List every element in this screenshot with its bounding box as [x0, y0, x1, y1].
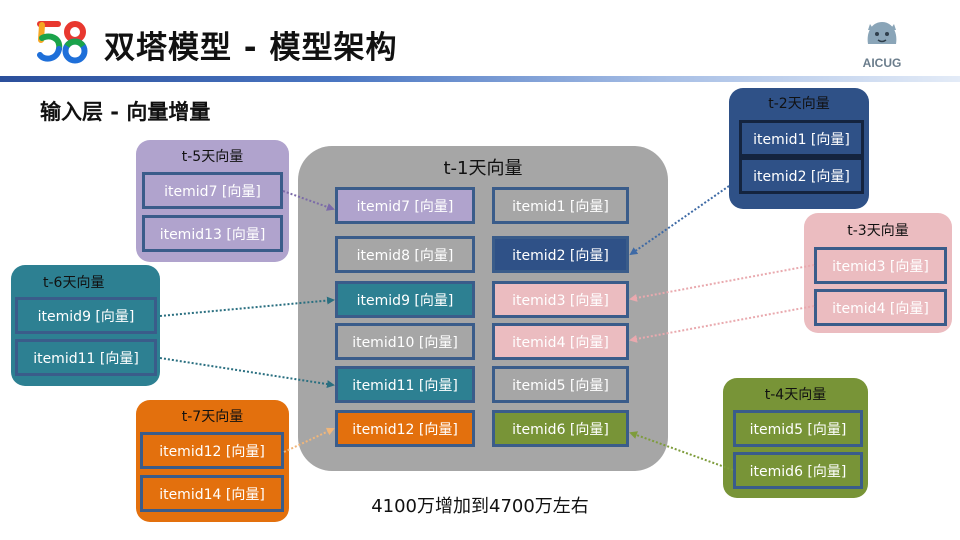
panel-t3-title: t-3天向量	[847, 223, 909, 239]
header-divider	[0, 76, 960, 82]
t5-item-itemid7: itemid7 [向量]	[142, 172, 283, 209]
panel-t6-title: t-6天向量	[43, 275, 105, 291]
panel-t7: t-7天向量 itemid12 [向量] itemid14 [向量]	[136, 400, 289, 522]
center-item-itemid8: itemid8 [向量]	[335, 236, 475, 273]
t3-item-itemid3: itemid3 [向量]	[814, 247, 947, 284]
t2-item-itemid2: itemid2 [向量]	[739, 157, 864, 194]
panel-t2: t-2天向量 itemid1 [向量] itemid2 [向量]	[729, 88, 869, 209]
panel-t2-title: t-2天向量	[768, 96, 830, 112]
panel-t6: t-6天向量 itemid9 [向量] itemid11 [向量]	[11, 265, 160, 386]
center-item-itemid4: itemid4 [向量]	[492, 323, 629, 360]
panel-t7-title: t-7天向量	[181, 409, 244, 425]
center-item-itemid1: itemid1 [向量]	[492, 187, 629, 224]
center-item-itemid7: itemid7 [向量]	[335, 187, 475, 224]
t4-item-itemid5: itemid5 [向量]	[733, 410, 863, 447]
t7-item-itemid14: itemid14 [向量]	[140, 475, 284, 512]
page-title: 双塔模型 - 模型架构	[104, 30, 398, 66]
t6-item-itemid11: itemid11 [向量]	[15, 339, 157, 376]
panel-t3: t-3天向量 itemid3 [向量] itemid4 [向量]	[804, 213, 952, 333]
center-item-itemid9: itemid9 [向量]	[335, 281, 475, 318]
t4-item-itemid6: itemid6 [向量]	[733, 452, 863, 489]
t5-item-itemid13: itemid13 [向量]	[142, 215, 283, 252]
t2-item-itemid1: itemid1 [向量]	[739, 120, 864, 157]
center-item-itemid2: itemid2 [向量]	[492, 236, 629, 273]
aicug-text: AICUG	[862, 56, 902, 70]
t3-item-itemid4: itemid4 [向量]	[814, 289, 947, 326]
panel-t5: t-5天向量 itemid7 [向量] itemid13 [向量]	[136, 140, 289, 262]
center-item-itemid11: itemid11 [向量]	[335, 366, 475, 403]
footer-note: 4100万增加到4700万左右	[371, 496, 589, 517]
center-item-itemid10: itemid10 [向量]	[335, 323, 475, 360]
center-item-itemid5: itemid5 [向量]	[492, 366, 629, 403]
rhino-icon	[867, 22, 897, 44]
center-item-itemid3: itemid3 [向量]	[492, 281, 629, 318]
section-title: 输入层 - 向量增量	[40, 100, 211, 124]
aicug-logo: AICUG	[852, 18, 912, 70]
center-item-itemid12: itemid12 [向量]	[335, 410, 475, 447]
58-logo	[36, 20, 88, 64]
panel-t4: t-4天向量 itemid5 [向量] itemid6 [向量]	[723, 378, 868, 498]
center-item-itemid6: itemid6 [向量]	[492, 410, 629, 447]
panel-t4-title: t-4天向量	[764, 387, 827, 403]
panel-t1-title: t-1天向量	[443, 158, 523, 179]
panel-t5-title: t-5天向量	[181, 149, 244, 165]
t7-item-itemid12: itemid12 [向量]	[140, 432, 284, 469]
t6-item-itemid9: itemid9 [向量]	[15, 297, 157, 334]
